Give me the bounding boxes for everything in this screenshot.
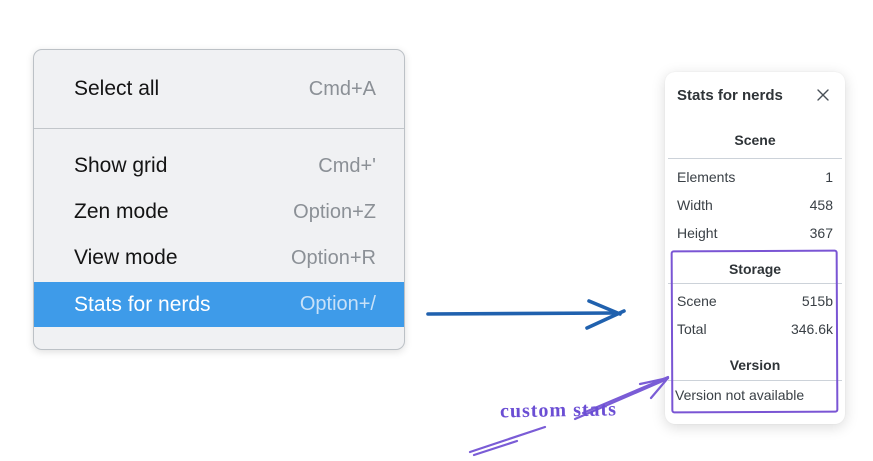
stat-row-height: Height 367 [665,219,845,247]
stat-row-total-size: Total 346.6k [665,315,845,343]
stat-value: 458 [809,197,833,213]
menu-item-shortcut: Option+Z [293,200,376,223]
stat-value: 346.6k [790,321,833,337]
stat-label: Elements [677,169,736,185]
version-note: Version not available [675,387,805,403]
annotation-label: custom stats [499,398,618,423]
stats-panel: Stats for nerds Scene Elements 1 Width 4… [665,72,845,424]
stats-panel-header: Stats for nerds [665,72,845,104]
context-menu: Select all Cmd+A Show grid Cmd+' Zen mod… [33,49,405,350]
section-divider [668,158,842,159]
stat-label: Width [677,197,713,213]
stat-label: Height [677,225,718,241]
menu-item-shortcut: Option+R [290,246,376,269]
menu-item-stats-for-nerds[interactable]: Stats for nerds Option+/ [34,282,404,327]
section-divider [668,283,842,284]
menu-divider [34,128,404,129]
menu-item-view-mode[interactable]: View mode Option+R [34,235,404,281]
stat-row-scene-size: Scene 515b [665,287,845,315]
stats-panel-title: Stats for nerds [677,86,783,104]
menu-item-shortcut: Cmd+A [308,77,376,100]
flow-arrow-icon [426,299,626,330]
menu-item-select-all[interactable]: Select all Cmd+A [34,50,404,128]
menu-item-shortcut: Option+/ [299,293,376,315]
stat-value: 1 [825,169,833,185]
stat-value: 515b [801,293,833,309]
section-title-scene: Scene [734,132,776,148]
menu-item-label: Stats for nerds [74,292,211,316]
stat-label: Scene [677,293,717,309]
stat-value: 367 [809,225,833,241]
menu-item-shortcut: Cmd+' [318,154,376,177]
menu-item-label: View mode [74,246,178,269]
menu-item-label: Zen mode [74,200,169,223]
menu-item-zen-mode[interactable]: Zen mode Option+Z [34,189,404,235]
close-icon[interactable] [813,85,833,105]
menu-item-label: Show grid [74,154,168,177]
storage-rows: Scene 515b Total 346.6k [665,287,845,343]
stat-label: Total [677,321,707,337]
menu-item-show-grid[interactable]: Show grid Cmd+' [34,143,404,189]
section-title-storage: Storage [728,261,782,277]
stat-row-width: Width 458 [665,191,845,219]
menu-item-label: Select all [74,77,160,100]
section-divider [668,380,842,381]
section-title-version: Version [729,357,781,373]
annotation-arrow-icon [468,375,670,457]
stat-row-elements: Elements 1 [665,163,845,191]
menu-section: Show grid Cmd+' Zen mode Option+Z View m… [34,129,404,327]
scene-rows: Elements 1 Width 458 Height 367 [665,163,845,247]
